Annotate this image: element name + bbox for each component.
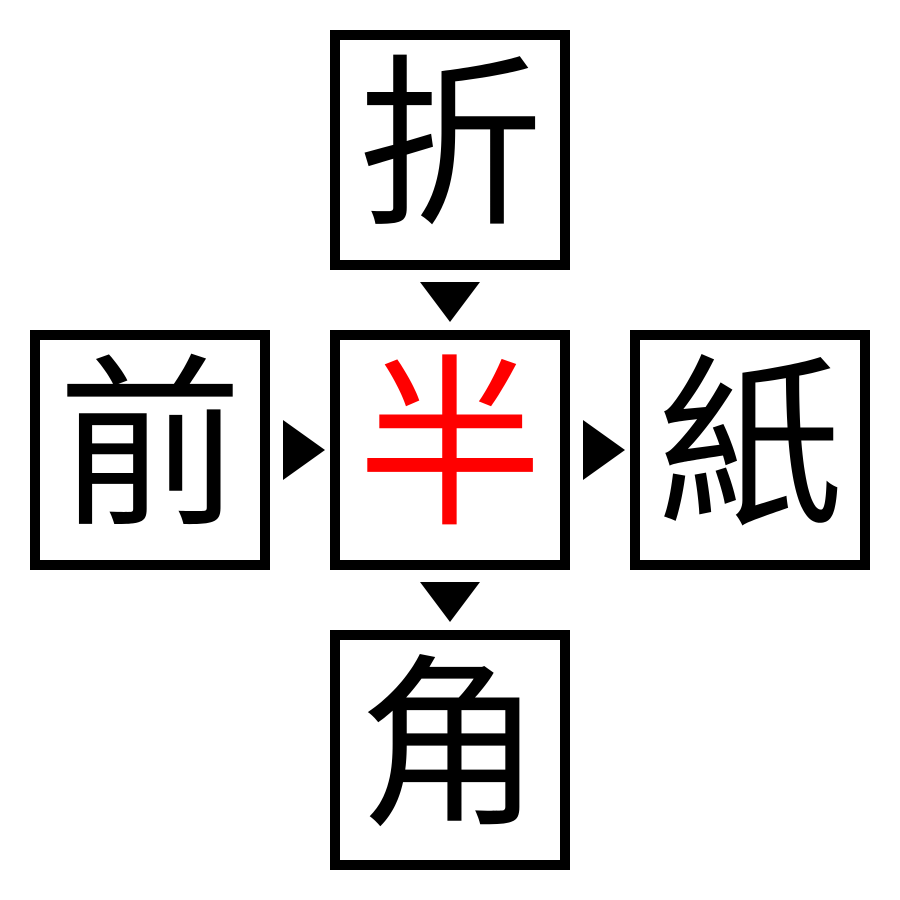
top-kanji: 折 (357, 37, 543, 254)
arrow-right-icon (583, 420, 625, 480)
bottom-kanji: 角 (357, 637, 543, 854)
bottom-kanji-box: 角 (330, 630, 570, 870)
arrow-down-icon (420, 582, 480, 622)
left-kanji-box: 前 (30, 330, 270, 570)
arrow-right-icon (283, 420, 325, 480)
right-kanji-box: 紙 (630, 330, 870, 570)
arrow-down-icon (420, 282, 480, 322)
top-kanji-box: 折 (330, 30, 570, 270)
right-kanji: 紙 (657, 337, 843, 554)
center-kanji-box: 半 (330, 330, 570, 570)
center-kanji: 半 (357, 337, 543, 554)
left-kanji: 前 (57, 337, 243, 554)
